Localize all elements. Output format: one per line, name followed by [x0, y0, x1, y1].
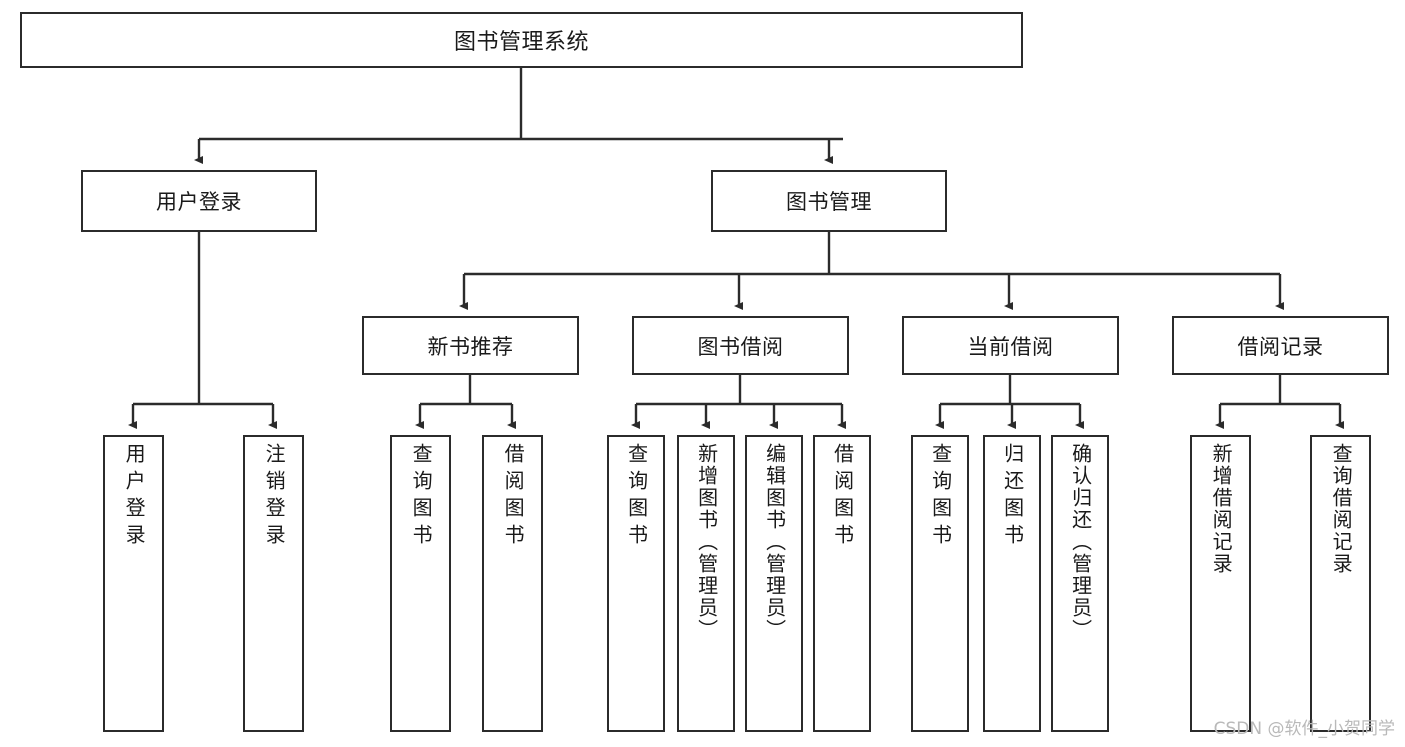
- node-leaf-bb-borrow-label: 借阅图书: [830, 443, 855, 551]
- watermark: CSDN @软件_小贺同学: [1213, 719, 1395, 739]
- node-user-login[interactable]: 用户登录: [81, 170, 317, 232]
- node-book-manage-label: 图书管理: [786, 190, 872, 214]
- node-leaf-cb-return-label: 归还图书: [1000, 443, 1025, 551]
- node-user-login-label: 用户登录: [156, 190, 242, 214]
- node-root-label: 图书管理系统: [453, 30, 589, 55]
- node-new-book-rec[interactable]: 新书推荐: [362, 316, 579, 375]
- node-current-borrow-label: 当前借阅: [967, 334, 1054, 359]
- edges-book-borrow: [631, 375, 846, 429]
- node-root[interactable]: 图书管理系统: [20, 12, 1023, 68]
- node-book-borrow-label: 图书借阅: [697, 334, 784, 359]
- node-leaf-user-login-label: 用户登录: [122, 443, 147, 551]
- edges-user-login: [128, 232, 277, 429]
- node-leaf-cb-query-label: 查询图书: [928, 443, 953, 551]
- node-leaf-br-query-label: 查询借阅记录: [1329, 443, 1354, 575]
- node-leaf-user-logout-label: 注销登录: [262, 443, 287, 551]
- node-leaf-bb-edit-label: 编辑图书（管理员）: [762, 443, 787, 641]
- node-leaf-br-query[interactable]: 查询借阅记录: [1310, 435, 1371, 732]
- node-book-borrow[interactable]: 图书借阅: [632, 316, 849, 375]
- edges-borrow-record: [1215, 375, 1344, 429]
- node-leaf-user-logout[interactable]: 注销登录: [243, 435, 304, 732]
- node-borrow-record-label: 借阅记录: [1237, 334, 1324, 359]
- edges-new-book-rec: [415, 375, 516, 429]
- edges-current-borrow: [935, 375, 1084, 429]
- node-leaf-cb-return[interactable]: 归还图书: [983, 435, 1041, 732]
- node-book-manage[interactable]: 图书管理: [711, 170, 947, 232]
- node-leaf-bb-edit[interactable]: 编辑图书（管理员）: [745, 435, 803, 732]
- node-leaf-cb-query[interactable]: 查询图书: [911, 435, 969, 732]
- node-leaf-bb-borrow[interactable]: 借阅图书: [813, 435, 871, 732]
- node-borrow-record[interactable]: 借阅记录: [1172, 316, 1389, 375]
- node-leaf-bb-query-label: 查询图书: [624, 443, 649, 551]
- node-leaf-rec-query[interactable]: 查询图书: [390, 435, 451, 732]
- node-leaf-rec-borrow-label: 借阅图书: [501, 443, 526, 551]
- node-leaf-br-add-label: 新增借阅记录: [1209, 443, 1234, 575]
- node-leaf-bb-add-label: 新增图书（管理员）: [694, 443, 719, 641]
- node-leaf-rec-query-label: 查询图书: [409, 443, 434, 551]
- node-current-borrow[interactable]: 当前借阅: [902, 316, 1119, 375]
- node-leaf-user-login[interactable]: 用户登录: [103, 435, 164, 732]
- node-leaf-cb-confirm[interactable]: 确认归还（管理员）: [1051, 435, 1109, 732]
- node-leaf-cb-confirm-label: 确认归还（管理员）: [1068, 443, 1093, 641]
- edges-book-manage: [459, 232, 1284, 310]
- node-new-book-rec-label: 新书推荐: [427, 334, 514, 359]
- node-leaf-bb-query[interactable]: 查询图书: [607, 435, 665, 732]
- node-leaf-bb-add[interactable]: 新增图书（管理员）: [677, 435, 735, 732]
- node-leaf-rec-borrow[interactable]: 借阅图书: [482, 435, 543, 732]
- edges-root: [194, 68, 843, 164]
- node-leaf-br-add[interactable]: 新增借阅记录: [1190, 435, 1251, 732]
